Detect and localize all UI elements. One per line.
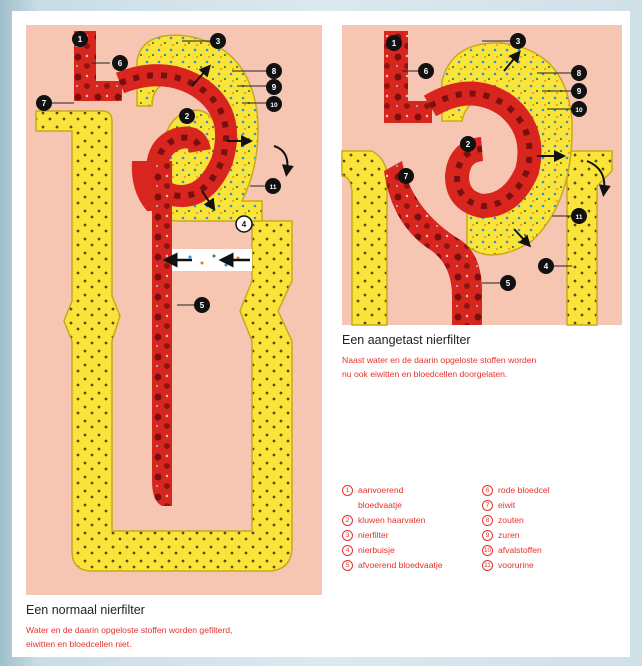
legend-number: 8 [482,515,493,526]
affected-description-line-2: nu ook eiwitten en bloedcellen doorgelat… [342,367,536,381]
callout-number-6: 6 [118,59,123,68]
normal-description-line-2: eiwitten en bloedcellen niet. [26,637,232,651]
callout-number-4: 4 [242,220,247,229]
legend-label: nierbuisje [358,545,395,555]
callout-number-10: 10 [270,102,278,109]
legend-label: eiwit [498,500,515,510]
callout-number-7: 7 [42,99,47,108]
callout-number-11: 11 [270,184,277,191]
legend-number: 2 [342,515,353,526]
legend-label: zuren [498,530,520,540]
normal-description-line-1: Water en de daarin opgeloste stoffen wor… [26,623,232,637]
legend-label: aanvoerend [358,485,403,495]
legend-right-column: 6 rode bloedcel 7 eiwit 8 zouten 9 zuren 10 a… [482,483,550,573]
legend-label: bloedvaatje [358,500,402,510]
callout-number-5: 5 [200,301,205,310]
legend-item-1: 1 aanvoerend [342,483,443,498]
normal-caption-title: Een normaal nierfilter [26,603,145,617]
legend-item-6: 6 rode bloedcel [482,483,550,498]
legend-item-4: 4 nierbuisje [342,543,443,558]
callout-number-11-affected: 11 [576,214,583,221]
legend-label: nierfilter [358,530,389,540]
callout-number-1: 1 [78,35,83,44]
callout-number-10-affected: 10 [575,107,583,114]
legend-number: 1 [342,485,353,496]
normal-efferent-vessel [152,161,172,506]
figure-card: 1 6 3 8 9 10 7 2 11 4 5 [12,11,630,657]
legend-number: 9 [482,530,493,541]
legend-item-10: 10 afvalstoffen [482,543,550,558]
callout-number-5-affected: 5 [506,279,511,288]
affected-caption-title: Een aangetast nierfilter [342,333,471,347]
callout-number-9: 9 [272,83,277,92]
callout-number-7-affected: 7 [404,172,409,181]
legend-label: afvoerend bloedvaatje [358,560,443,570]
normal-caption-description: Water en de daarin opgeloste stoffen wor… [26,623,232,651]
legend-item-9: 9 zuren [482,528,550,543]
legend-label: afvalstoffen [498,545,542,555]
legend-item-5: 5 afvoerend bloedvaatje [342,558,443,573]
legend-item-7: 7 eiwit [482,498,550,513]
callout-number-9-affected: 9 [577,87,582,96]
legend-label: zouten [498,515,524,525]
callout-number-3-affected: 3 [516,37,521,46]
legend-item-2: 2 kluwen haarvaten [342,513,443,528]
legend-number: 10 [482,545,493,556]
legend-item-11: 11 voorurine [482,558,550,573]
affected-caption-description: Naast water en de daarin opgeloste stoff… [342,353,536,381]
affected-filter-diagram: 1 6 3 8 9 10 2 7 11 4 5 [342,25,622,325]
callout-number-8: 8 [272,67,277,76]
legend-number: 7 [482,500,493,511]
callout-number-4-affected: 4 [544,262,549,271]
affected-description-line-1: Naast water en de daarin opgeloste stoff… [342,353,536,367]
callout-number-8-affected: 8 [577,69,582,78]
legend-item-1-cont: bloedvaatje [342,498,443,513]
callout-number-6-affected: 6 [424,67,429,76]
legend-number: 5 [342,560,353,571]
normal-filter-diagram: 1 6 3 8 9 10 7 2 11 4 5 [26,25,322,595]
callout-number-3: 3 [216,37,221,46]
legend-item-8: 8 zouten [482,513,550,528]
legend-label: kluwen haarvaten [358,515,425,525]
legend-number: 3 [342,530,353,541]
callout-number-1-affected: 1 [392,39,397,48]
legend-left-column: 1 aanvoerend bloedvaatje 2 kluwen haarvate… [342,483,443,573]
legend-number: 11 [482,560,493,571]
legend-number: 6 [482,485,493,496]
callout-number-2: 2 [185,112,190,121]
legend-item-3: 3 nierfilter [342,528,443,543]
legend-number: 4 [342,545,353,556]
legend-label: rode bloedcel [498,485,550,495]
legend-label: voorurine [498,560,534,570]
callout-number-2-affected: 2 [466,140,471,149]
